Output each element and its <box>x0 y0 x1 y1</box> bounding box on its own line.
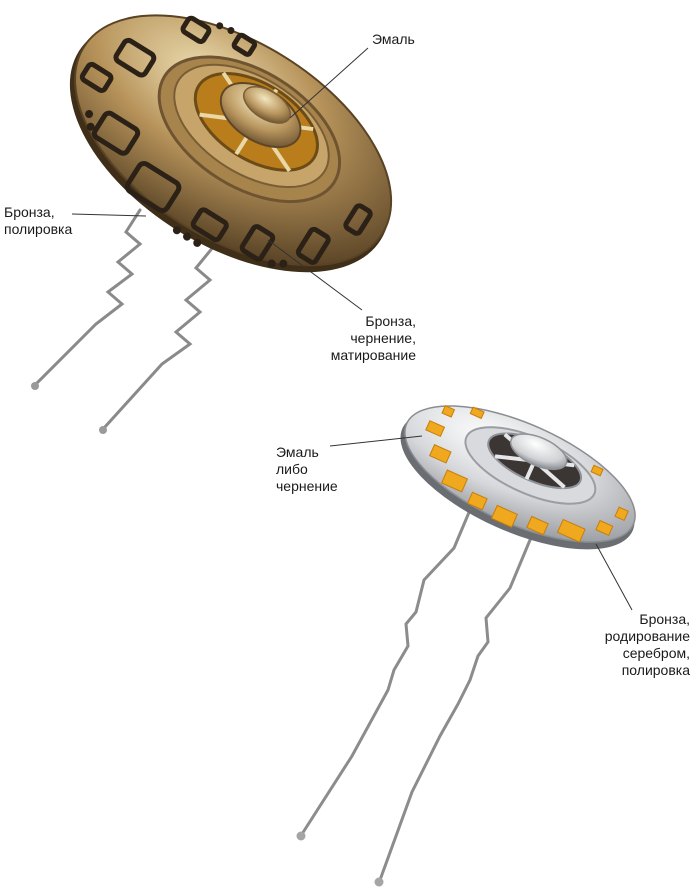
label-line: полировка <box>4 221 73 237</box>
leader-polish <box>71 213 147 217</box>
label-bronze-polish: Бронза, полировка <box>4 204 72 238</box>
bronze-pin-tip-left <box>31 382 39 390</box>
silver-pin-tip-left <box>296 831 306 841</box>
bronze-pin <box>31 14 393 434</box>
label-line: Эмаль <box>372 31 415 47</box>
bronze-pin-tip-right <box>99 426 107 434</box>
label-line: чернение, <box>350 330 416 346</box>
label-line: Эмаль <box>276 444 319 460</box>
leader-rhodium <box>595 543 633 611</box>
label-line: чернение <box>276 478 338 494</box>
label-line: полировка <box>621 662 690 678</box>
leader-enamel <box>289 47 369 119</box>
silver-dome <box>509 433 568 471</box>
label-line: либо <box>276 461 308 477</box>
silver-enamel-blocks <box>425 405 629 543</box>
bronze-engravings <box>79 15 373 265</box>
silver-pin <box>296 405 636 887</box>
label-line: матирование <box>330 347 416 363</box>
label-enamel: Эмаль <box>372 31 415 48</box>
label-line: Бронза, <box>365 313 416 329</box>
label-line: Бронза, <box>4 204 55 220</box>
silver-disc <box>400 405 636 550</box>
bronze-disc <box>69 14 393 273</box>
label-line: родирование <box>604 628 690 644</box>
label-enamel-or-blacken: Эмаль либо чернение <box>276 444 338 495</box>
silver-pin-tip-right <box>374 877 384 887</box>
bronze-pin-leg-left <box>34 208 143 386</box>
bronze-dots <box>85 22 288 268</box>
label-line: серебром, <box>622 645 690 661</box>
leader-enamel-or-blacken <box>329 435 423 447</box>
silver-pin-leg-left <box>300 508 472 836</box>
silver-pin-leg-right <box>378 538 532 882</box>
bronze-pin-leg-right <box>102 244 216 430</box>
label-silver-rhodium: Бронза, родирование серебром, полировка <box>582 611 690 679</box>
label-bronze-blacken: Бронза, чернение, матирование <box>316 313 416 364</box>
label-line: Бронза, <box>639 611 690 627</box>
leader-blacken <box>267 239 363 311</box>
